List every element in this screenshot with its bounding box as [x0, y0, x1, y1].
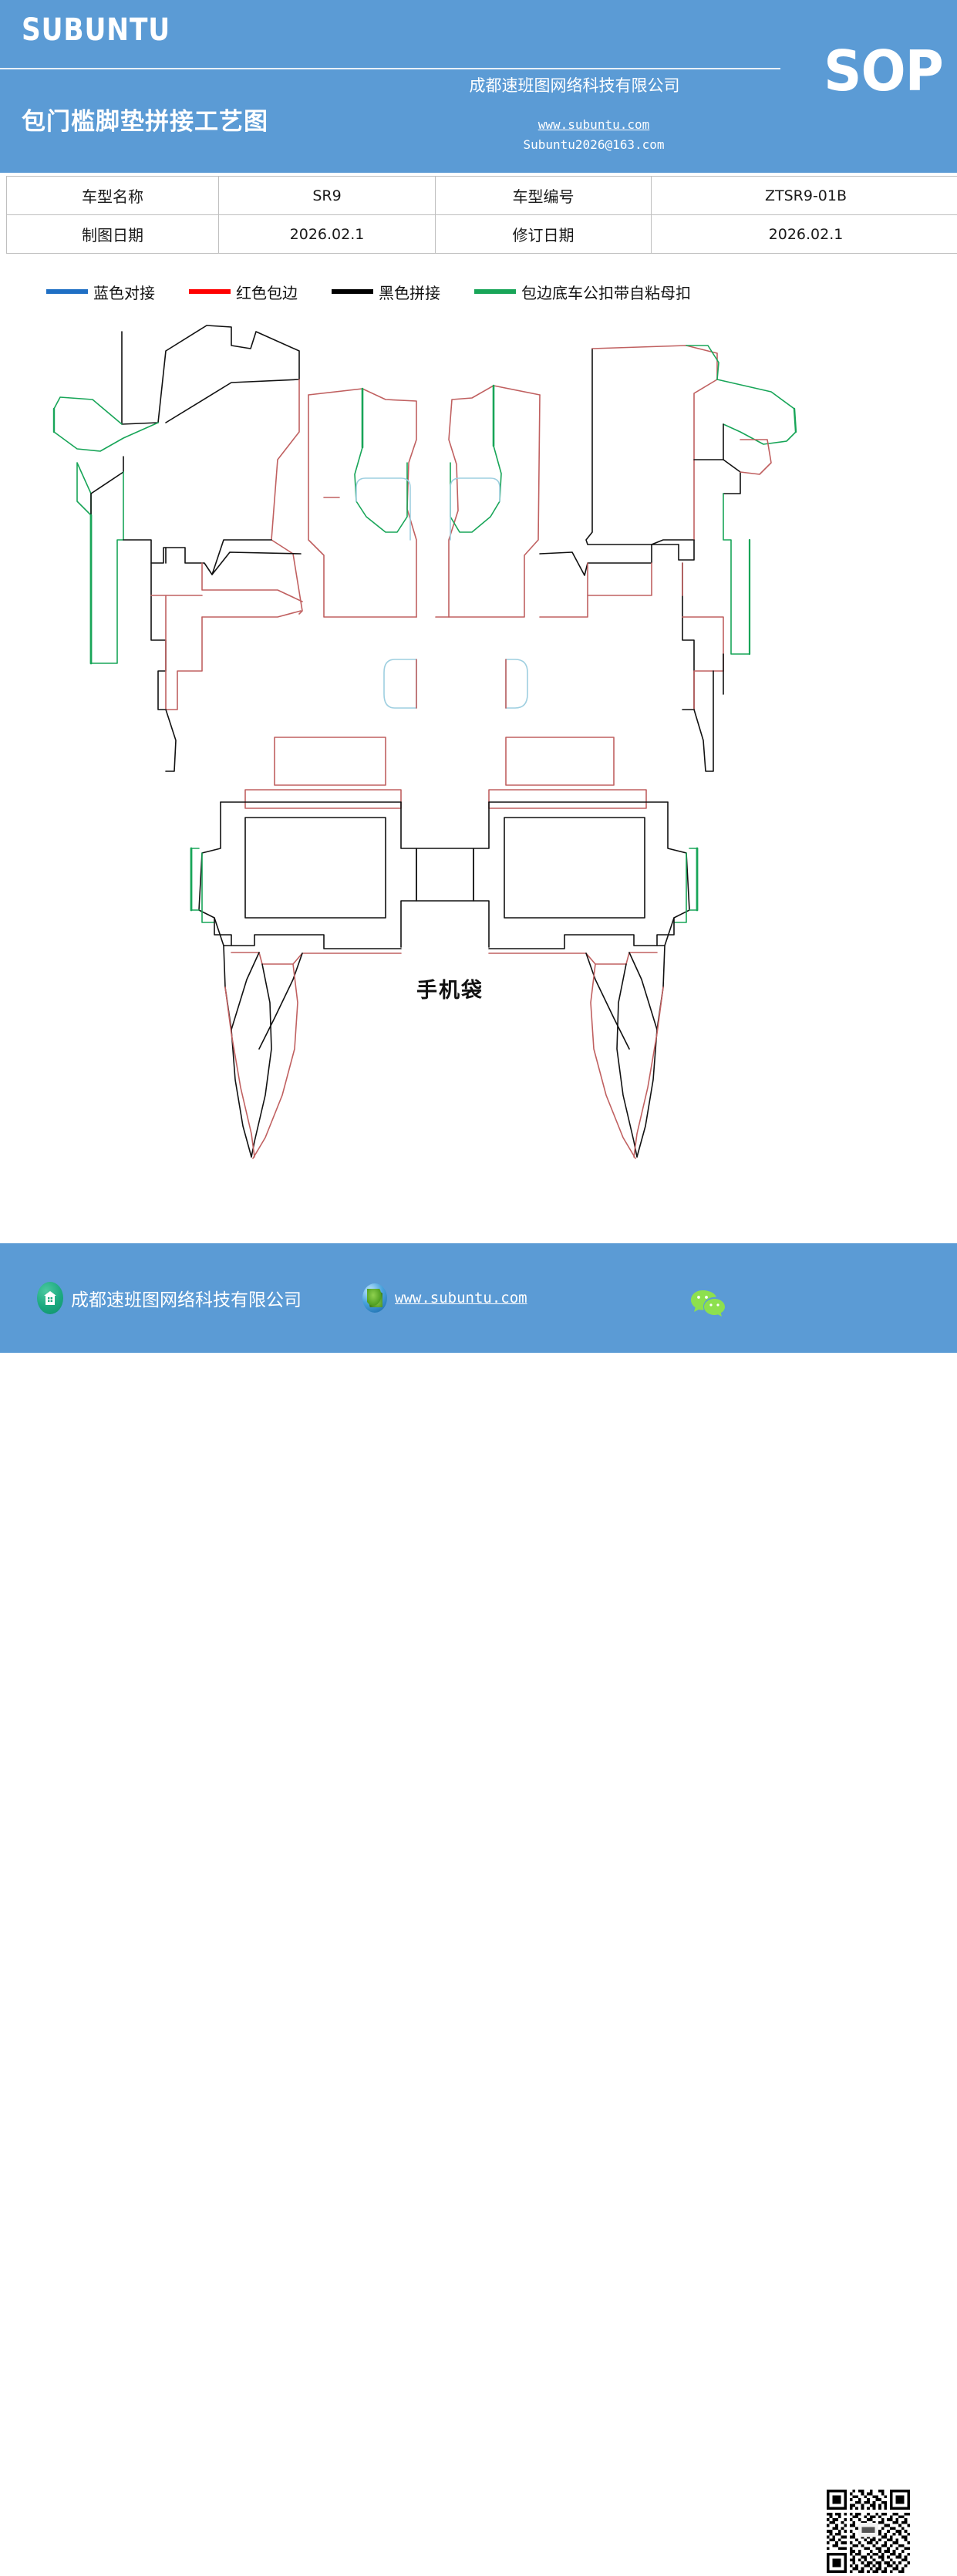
legend-item-red: 红色包边	[189, 281, 298, 303]
footer-website-link[interactable]: www.subuntu.com	[395, 1290, 527, 1307]
header-email: Subuntu2026@163.com	[470, 137, 717, 152]
page-header: SUBUNTU 成都速班图网络科技有限公司 包门槛脚垫拼接工艺图 www.sub…	[0, 0, 957, 173]
legend-label: 蓝色对接	[93, 281, 155, 303]
legend-swatch-icon	[46, 289, 88, 294]
legend-label: 红色包边	[236, 281, 298, 303]
front-left-center-panel	[308, 389, 416, 617]
table-row: 制图日期 2026.02.1 修订日期 2026.02.1	[7, 215, 957, 254]
draw-date-label: 制图日期	[7, 215, 219, 254]
footer-company: 成都速班图网络科技有限公司	[37, 1282, 302, 1314]
draw-date-value: 2026.02.1	[219, 215, 436, 254]
footer-company-name: 成都速班图网络科技有限公司	[71, 1285, 302, 1311]
legend-item-black: 黑色拼接	[332, 281, 440, 303]
globe-icon	[362, 1283, 387, 1313]
model-code-value: ZTSR9-01B	[652, 177, 957, 215]
front-right-mat	[540, 346, 796, 771]
phone-pocket-piece	[384, 659, 527, 708]
legend-label: 包边底车公扣带自粘母扣	[521, 281, 691, 303]
legend-label: 黑色拼接	[379, 281, 440, 303]
home-icon	[37, 1282, 63, 1314]
rear-center-bridge	[416, 848, 473, 901]
header-website-link[interactable]: www.subuntu.com	[470, 117, 717, 132]
legend-swatch-icon	[189, 289, 231, 294]
wechat-icon	[690, 1288, 726, 1317]
sop-badge: SOP	[824, 43, 943, 99]
revision-date-value: 2026.02.1	[652, 215, 957, 254]
table-row: 车型名称 SR9 车型编号 ZTSR9-01B	[7, 177, 957, 215]
model-code-label: 车型编号	[436, 177, 652, 215]
header-divider	[0, 68, 780, 69]
rear-right-mat	[473, 737, 697, 1158]
page-footer: 成都速班图网络科技有限公司 www.subuntu.com	[0, 1243, 957, 1353]
brand-logo: SUBUNTU	[22, 12, 170, 48]
legend-swatch-icon	[474, 289, 516, 294]
pattern-svg	[0, 309, 957, 1234]
model-name-value: SR9	[219, 177, 436, 215]
floor-mat-pattern-drawing: 手机袋	[0, 309, 957, 1234]
footer-website[interactable]: www.subuntu.com	[362, 1283, 527, 1313]
legend-swatch-icon	[332, 289, 373, 294]
header-company-name: 成都速班图网络科技有限公司	[432, 73, 717, 96]
front-left-mat	[54, 325, 302, 771]
vehicle-info-table: 车型名称 SR9 车型编号 ZTSR9-01B 制图日期 2026.02.1 修…	[6, 176, 957, 254]
legend-item-blue: 蓝色对接	[46, 281, 155, 303]
front-right-center-panel	[436, 386, 540, 617]
legend-item-green: 包边底车公扣带自粘母扣	[474, 281, 691, 303]
page-title: 包门槛脚垫拼接工艺图	[22, 102, 268, 137]
model-name-label: 车型名称	[7, 177, 219, 215]
legend: 蓝色对接 红色包边 黑色拼接 包边底车公扣带自粘母扣	[46, 276, 817, 307]
rear-left-mat	[191, 737, 416, 1158]
revision-date-label: 修订日期	[436, 215, 652, 254]
phone-pocket-label: 手机袋	[416, 973, 484, 1003]
qr-code	[824, 2487, 913, 2576]
